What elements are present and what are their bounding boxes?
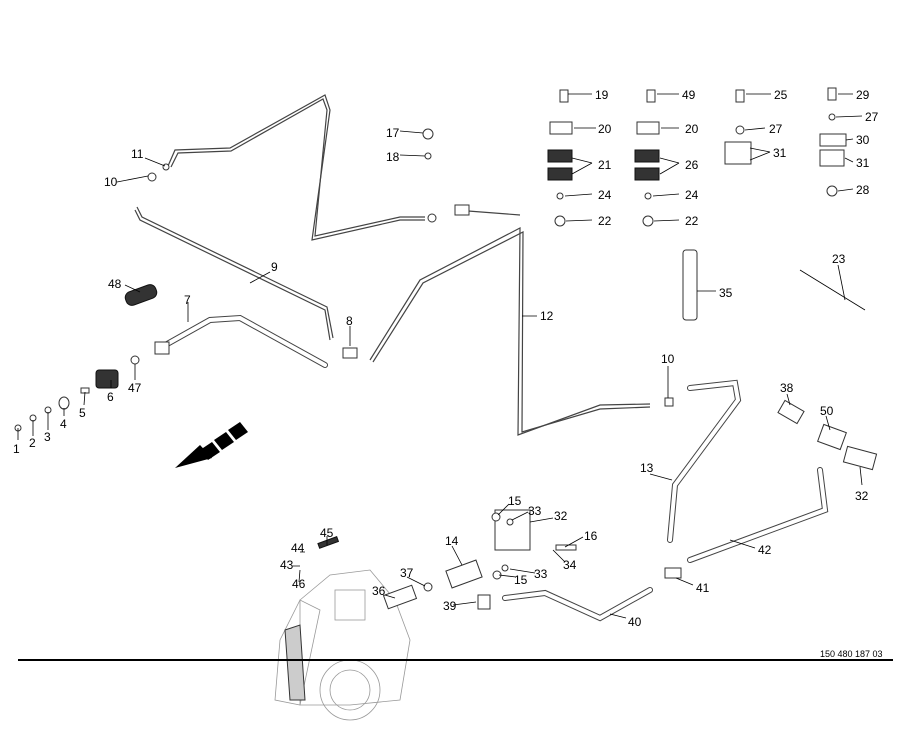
callout-24: 24	[598, 188, 612, 202]
part-number: 150 480 187 03	[820, 649, 883, 659]
callout-18: 18	[386, 150, 400, 164]
callout-10b: 10	[661, 352, 675, 366]
callout-32: 32	[855, 489, 869, 503]
callout-32b: 32	[554, 509, 568, 523]
callout-labels: 1 2 3 4 5 6 47 48 7 8 9 10 11 17 18 19 2…	[13, 88, 879, 629]
hose-42	[687, 467, 829, 563]
callout-45: 45	[320, 526, 334, 540]
callout-41: 41	[696, 581, 710, 595]
fitting-parts	[14, 87, 878, 610]
callout-50: 50	[820, 404, 834, 418]
callout-25: 25	[774, 88, 788, 102]
callout-47: 47	[128, 381, 142, 395]
callout-8: 8	[346, 314, 353, 328]
callout-34: 34	[563, 558, 577, 572]
callout-5: 5	[79, 406, 86, 420]
callout-3: 3	[44, 430, 51, 444]
callout-9: 9	[271, 260, 278, 274]
callout-20: 20	[598, 122, 612, 136]
callout-14: 14	[445, 534, 459, 548]
machine-outline	[274, 569, 411, 721]
callout-23: 23	[832, 252, 846, 266]
callout-6: 6	[107, 390, 114, 404]
callout-1: 1	[13, 442, 20, 456]
callout-22: 22	[598, 214, 612, 228]
callout-31b: 31	[856, 156, 870, 170]
callout-11: 11	[131, 147, 144, 161]
callout-28: 28	[856, 183, 870, 197]
callout-33b: 33	[534, 567, 548, 581]
direction-arrow-icon	[175, 422, 248, 468]
callout-12: 12	[540, 309, 554, 323]
callout-2: 2	[29, 436, 36, 450]
hose-40	[502, 587, 653, 622]
callout-35: 35	[719, 286, 733, 300]
callout-10: 10	[104, 175, 118, 189]
hose-13	[667, 379, 742, 543]
callout-26: 26	[685, 158, 699, 172]
pipe-12	[369, 227, 651, 436]
callout-19: 19	[595, 88, 609, 102]
callout-31: 31	[773, 146, 787, 160]
callout-30: 30	[856, 133, 870, 147]
callout-40: 40	[628, 615, 642, 629]
callout-4: 4	[60, 417, 67, 431]
hose-7	[157, 314, 328, 368]
callout-22b: 22	[685, 214, 699, 228]
callout-15: 15	[508, 494, 522, 508]
callout-43: 43	[280, 558, 294, 572]
belt-component	[284, 624, 306, 701]
callout-27b: 27	[865, 110, 879, 124]
callout-37: 37	[400, 566, 414, 580]
callout-16: 16	[584, 529, 598, 543]
callout-13: 13	[640, 461, 654, 475]
pipe-9	[134, 206, 334, 341]
callout-48: 48	[108, 277, 122, 291]
callout-46: 46	[292, 577, 306, 591]
callout-24b: 24	[685, 188, 699, 202]
callout-27: 27	[769, 122, 783, 136]
callout-17: 17	[386, 126, 400, 140]
callout-42: 42	[758, 543, 772, 557]
callout-29: 29	[856, 88, 870, 102]
callout-21: 21	[598, 158, 612, 172]
callout-7: 7	[184, 293, 191, 307]
callout-20b: 20	[685, 122, 699, 136]
callout-38: 38	[780, 381, 794, 395]
callout-39: 39	[443, 599, 457, 613]
callout-33: 33	[528, 504, 542, 518]
leader-lines	[17, 93, 863, 619]
pipe-11	[167, 94, 425, 241]
callout-36: 36	[372, 584, 386, 598]
callout-15b: 15	[514, 573, 528, 587]
callout-44: 44	[291, 541, 305, 555]
callout-49: 49	[682, 88, 696, 102]
